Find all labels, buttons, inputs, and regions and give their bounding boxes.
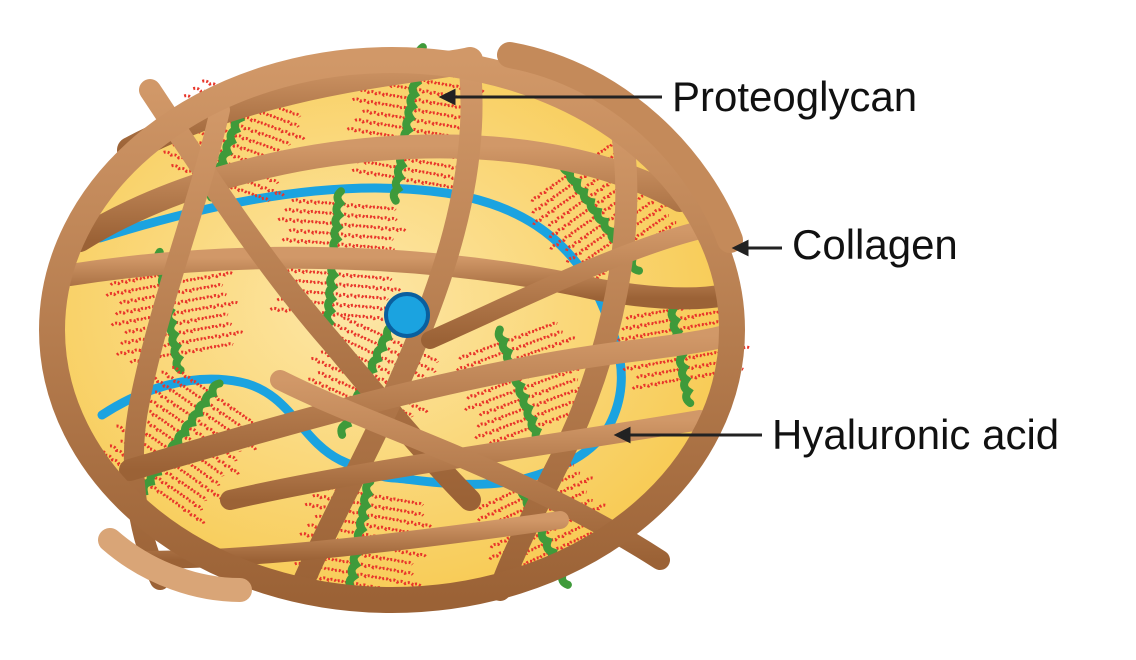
- proteoglycan-chain: [124, 312, 229, 335]
- pointer-proteoglycan-arrowhead: [438, 88, 456, 106]
- collagen-rim-segment: [497, 42, 743, 253]
- proteoglycan-chain: [127, 419, 221, 487]
- proteoglycan-chain: [281, 237, 396, 252]
- proteoglycan-chain: [301, 552, 414, 576]
- proteoglycan-chain: [284, 207, 398, 222]
- proteoglycan-chain: [110, 300, 239, 327]
- proteoglycan-chain: [351, 97, 480, 124]
- proteoglycan-chain: [359, 88, 472, 112]
- proteoglycan-chain: [133, 399, 240, 476]
- proteoglycan-core: [494, 325, 545, 447]
- proteoglycan-chain: [288, 228, 394, 242]
- proteoglycan-chain: [277, 217, 407, 233]
- proteoglycan-chain: [161, 370, 255, 437]
- proteoglycan: [453, 321, 597, 447]
- collagen-rim-segment: [98, 528, 252, 602]
- pointer-hyaluronic-acid-arrowhead: [613, 426, 631, 444]
- proteoglycan-chain: [109, 444, 204, 511]
- proteoglycan-chain: [349, 147, 462, 171]
- proteoglycan-core: [132, 379, 224, 506]
- proteoglycan-chain: [458, 321, 558, 361]
- proteoglycan-chain: [269, 306, 399, 322]
- pointer-collagen-arrowhead: [731, 239, 749, 257]
- proteoglycan-chain: [477, 471, 581, 522]
- proteoglycan-chain: [476, 386, 584, 428]
- proteoglycan-chain: [172, 365, 259, 428]
- proteoglycan-chain: [502, 526, 606, 576]
- proteoglycan-chain: [182, 114, 290, 157]
- proteoglycan-chain: [272, 277, 402, 293]
- proteoglycan-chain: [564, 189, 652, 252]
- proteoglycan-chain: [276, 297, 390, 312]
- collagen-fibre: [59, 246, 736, 310]
- label-proteoglycan: Proteoglycan: [672, 73, 918, 120]
- proteoglycan-chain: [464, 364, 587, 412]
- proteoglycan-chain: [115, 330, 244, 356]
- proteoglycan-chain: [119, 283, 224, 305]
- proteoglycan-chain: [312, 493, 425, 517]
- cell-dot: [384, 292, 430, 338]
- proteoglycan-chain: [323, 329, 442, 387]
- collagen-outer-rim: [39, 47, 745, 613]
- proteoglycan-chain: [621, 307, 734, 331]
- label-hyaluronic-acid: Hyaluronic acid: [772, 411, 1060, 458]
- proteoglycan-chain: [294, 561, 422, 588]
- proteoglycan-chain: [99, 449, 206, 525]
- collagen-fibre: [489, 109, 638, 601]
- label-collagen: Collagen: [792, 221, 958, 268]
- collagen-fibre: [68, 134, 692, 252]
- proteoglycan-chain: [565, 196, 660, 263]
- proteoglycan-chain: [456, 330, 563, 372]
- proteoglycan-chain: [351, 168, 456, 190]
- proteoglycan-chain: [530, 140, 618, 203]
- proteoglycan-chain: [341, 156, 470, 183]
- collagen-fibre: [289, 59, 483, 601]
- proteoglycan-chain: [478, 378, 579, 417]
- proteoglycan-chain: [137, 415, 225, 477]
- pointers: [438, 88, 782, 444]
- proteoglycan-chain: [304, 502, 433, 529]
- proteoglycan-chain: [183, 94, 306, 141]
- proteoglycan-chain: [291, 198, 397, 212]
- proteoglycan-chain: [192, 86, 300, 128]
- proteoglycan-chain: [279, 267, 393, 282]
- collagen-fibre: [421, 221, 709, 349]
- proteoglycan-chain: [120, 322, 233, 346]
- collagen-fibre: [119, 325, 736, 481]
- proteoglycan-chain: [362, 109, 467, 131]
- proteoglycan-chain: [114, 292, 227, 316]
- proteoglycan-chain: [171, 164, 271, 203]
